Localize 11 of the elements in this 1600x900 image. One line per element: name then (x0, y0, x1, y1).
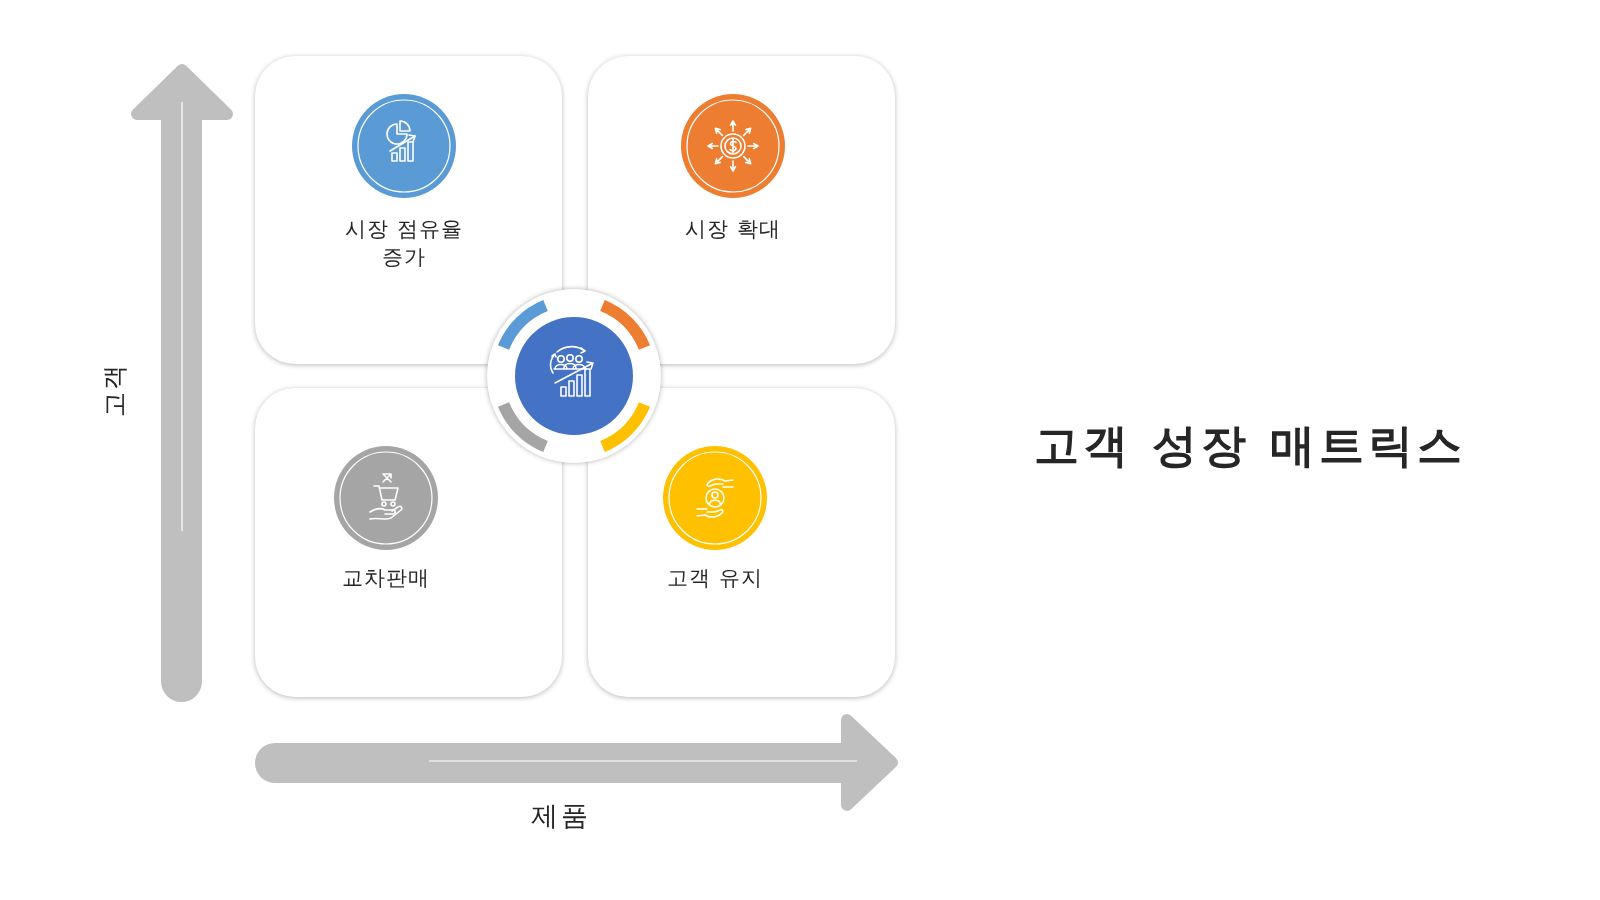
card-label: 시장 확대 (685, 217, 781, 241)
quadrant-card (255, 388, 562, 697)
card-label: 고객 유지 (667, 566, 763, 590)
axis-label: 고객 (100, 363, 130, 417)
card-label: 시장 점유율 증가 (345, 217, 463, 269)
title: 고객 성장 매트릭스 (1034, 419, 1466, 473)
card-label: 교차판매 (342, 566, 430, 590)
quadrant-card (255, 56, 562, 364)
quadrant-card (588, 388, 895, 697)
quadrant-card (588, 56, 895, 364)
axis-label: 제품 (531, 799, 591, 833)
